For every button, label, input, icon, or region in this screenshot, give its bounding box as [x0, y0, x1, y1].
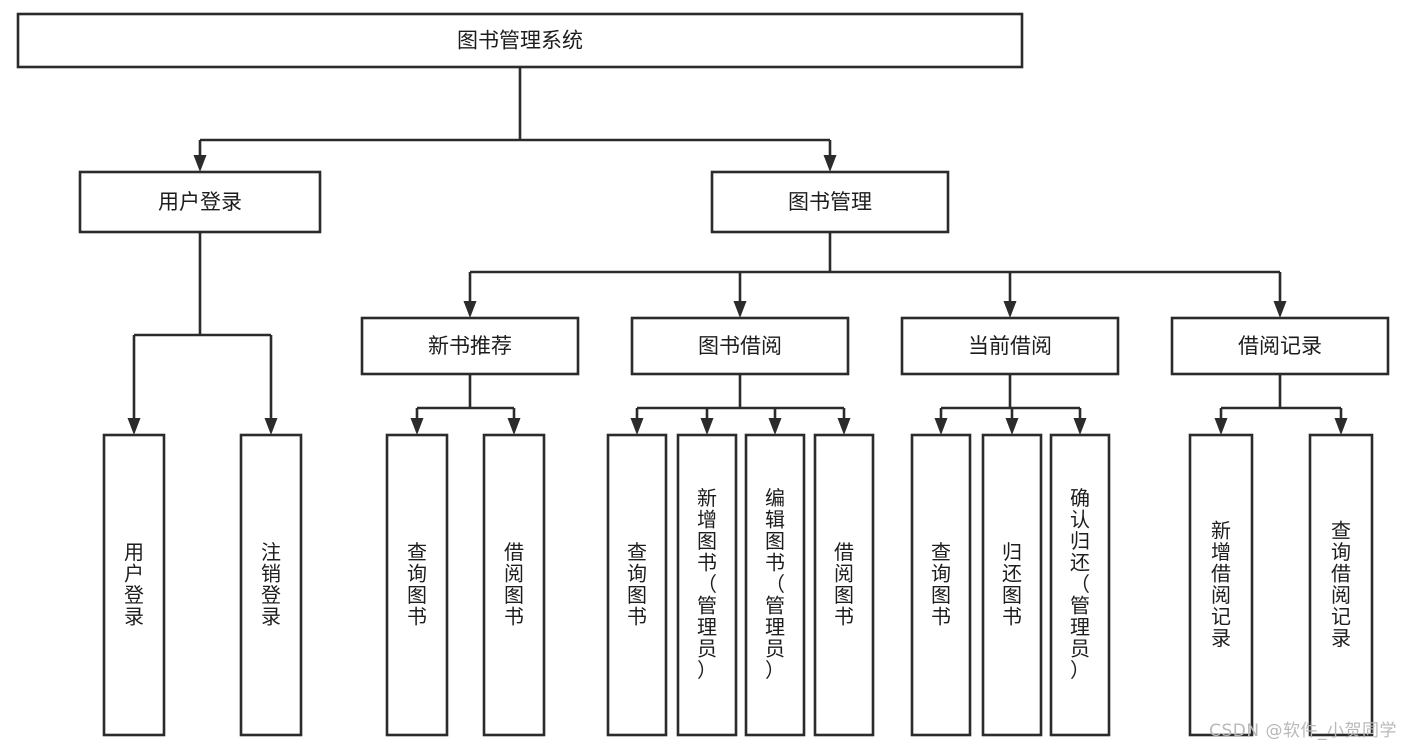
leaf-node[interactable]: 新增图书（管理员） [676, 433, 738, 737]
arrow-head-icon [410, 418, 424, 435]
arrow-head-icon [1073, 418, 1087, 435]
node-box [606, 433, 668, 737]
level2-node[interactable]: 当前借阅 [900, 316, 1120, 376]
level2-node[interactable]: 借阅记录 [1170, 316, 1390, 376]
node-box [385, 433, 449, 737]
leaf-node[interactable]: 借阅图书 [813, 433, 875, 737]
arrow-head-icon [127, 418, 141, 435]
arrow-head-icon [837, 418, 851, 435]
node-label: 图书管理系统 [457, 29, 583, 53]
leaf-node[interactable]: 查询借阅记录 [1308, 433, 1374, 737]
node-box [16, 12, 1024, 69]
leaf-node[interactable]: 借阅图书 [482, 433, 546, 737]
node-label: 新书推荐 [428, 334, 512, 358]
leaf-node[interactable]: 查询图书 [910, 433, 972, 737]
node-label: 查询借阅记录 [1331, 518, 1351, 650]
arrow-head-icon [1005, 418, 1019, 435]
node-box [78, 170, 322, 234]
node-box [676, 433, 738, 737]
node-label: 当前借阅 [968, 334, 1052, 358]
node-label: 新增图书（管理员） [697, 486, 717, 682]
leaf-node[interactable]: 编辑图书（管理员） [744, 433, 806, 737]
node-label: 图书借阅 [698, 334, 782, 358]
arrow-head-icon [193, 155, 207, 172]
node-box [1308, 433, 1374, 737]
arrow-head-icon [700, 418, 714, 435]
arrow-head-icon [1334, 418, 1348, 435]
arrow-head-icon [934, 418, 948, 435]
node-label: 借阅记录 [1238, 334, 1322, 358]
node-label: 确认归还（管理员） [1070, 486, 1090, 682]
node-box [1049, 433, 1111, 737]
node-label: 注销登录 [261, 540, 281, 629]
node-label: 图书管理 [788, 190, 872, 214]
arrow-head-icon [1214, 418, 1228, 435]
node-label: 用户登录 [158, 190, 242, 214]
node-label: 新增借阅记录 [1211, 518, 1231, 650]
node-box [910, 433, 972, 737]
arrow-head-icon [1273, 301, 1287, 318]
node-box [630, 316, 850, 376]
node-label: 查询图书 [407, 540, 427, 629]
leaf-node[interactable]: 归还图书 [981, 433, 1043, 737]
root-node[interactable]: 图书管理系统 [16, 12, 1024, 69]
arrow-head-icon [463, 301, 477, 318]
node-label: 编辑图书（管理员） [765, 486, 785, 682]
node-box [239, 433, 303, 737]
node-label: 查询图书 [931, 540, 951, 629]
node-label: 借阅图书 [834, 540, 854, 629]
node-layer: 图书管理系统用户登录图书管理新书推荐图书借阅当前借阅借阅记录用户登录注销登录查询… [16, 12, 1390, 737]
arrow-head-icon [630, 418, 644, 435]
node-box [900, 316, 1120, 376]
arrow-head-icon [823, 155, 837, 172]
level1-node[interactable]: 用户登录 [78, 170, 322, 234]
leaf-node[interactable]: 查询图书 [606, 433, 668, 737]
level2-node[interactable]: 新书推荐 [360, 316, 580, 376]
arrow-head-icon [768, 418, 782, 435]
level2-node[interactable]: 图书借阅 [630, 316, 850, 376]
arrow-head-icon [1003, 301, 1017, 318]
arrow-head-icon [733, 301, 747, 318]
level1-node[interactable]: 图书管理 [710, 170, 950, 234]
node-label: 归还图书 [1002, 540, 1022, 629]
node-label: 用户登录 [124, 540, 144, 629]
arrow-head-icon [507, 418, 521, 435]
node-box [981, 433, 1043, 737]
node-box [813, 433, 875, 737]
node-box [360, 316, 580, 376]
node-box [482, 433, 546, 737]
node-box [102, 433, 166, 737]
arrow-head-icon [264, 418, 278, 435]
leaf-node[interactable]: 新增借阅记录 [1188, 433, 1254, 737]
node-box [744, 433, 806, 737]
leaf-node[interactable]: 查询图书 [385, 433, 449, 737]
leaf-node[interactable]: 注销登录 [239, 433, 303, 737]
node-box [710, 170, 950, 234]
leaf-node[interactable]: 确认归还（管理员） [1049, 433, 1111, 737]
node-label: 借阅图书 [504, 540, 524, 629]
node-label: 查询图书 [627, 540, 647, 629]
node-box [1188, 433, 1254, 737]
connector-layer [127, 67, 1348, 435]
node-box [1170, 316, 1390, 376]
csdn-watermark: CSDN @软件_小贺同学 [1209, 721, 1397, 741]
leaf-node[interactable]: 用户登录 [102, 433, 166, 737]
